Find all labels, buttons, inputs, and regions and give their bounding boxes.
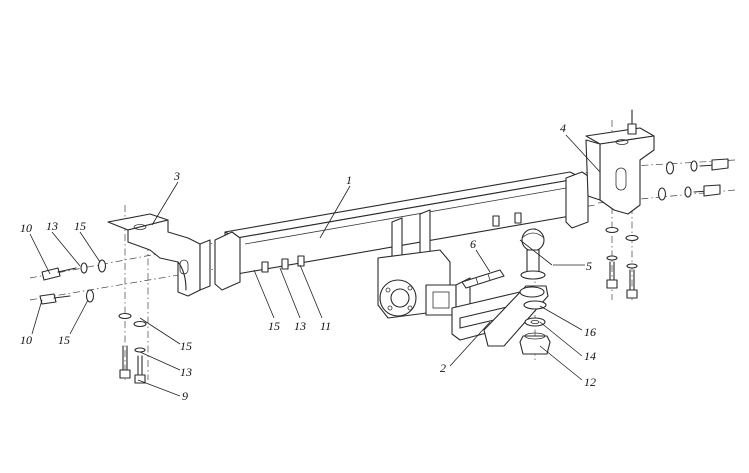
label-part-16: 16 [584,325,596,339]
crossbar [214,171,589,291]
label-part-6: 6 [470,237,476,251]
label-part-13-bar: 13 [294,319,306,333]
label-part-13-left: 13 [46,219,58,233]
pin [461,269,505,289]
left-bracket [107,213,211,297]
right-bracket [585,127,655,215]
tow-ball [520,228,546,280]
label-part-13-bracket: 13 [180,365,192,379]
left-fasteners [39,259,147,384]
label-part-9: 9 [182,389,188,403]
label-part-1: 1 [346,173,352,187]
label-part-12: 12 [584,375,596,389]
receiver-bracket [377,209,471,319]
label-part-10-bottom: 10 [20,333,32,347]
label-part-10-top: 10 [20,221,32,235]
label-part-11: 11 [320,319,331,333]
label-part-4: 4 [560,121,566,135]
label-part-15-bracket: 15 [180,339,192,353]
label-part-5: 5 [586,259,592,273]
label-part-15-top: 15 [74,219,86,233]
part-labels: 1 2 3 4 5 6 9 10 10 11 12 13 13 13 14 15… [20,121,596,403]
label-part-3: 3 [173,169,180,183]
right-fasteners [605,109,729,299]
label-part-2: 2 [440,361,446,375]
leader-lines [29,134,601,397]
label-part-14: 14 [584,349,596,363]
ball-nut-stack [519,300,551,355]
label-part-15-bottom: 15 [58,333,70,347]
label-part-15-bar: 15 [268,319,280,333]
